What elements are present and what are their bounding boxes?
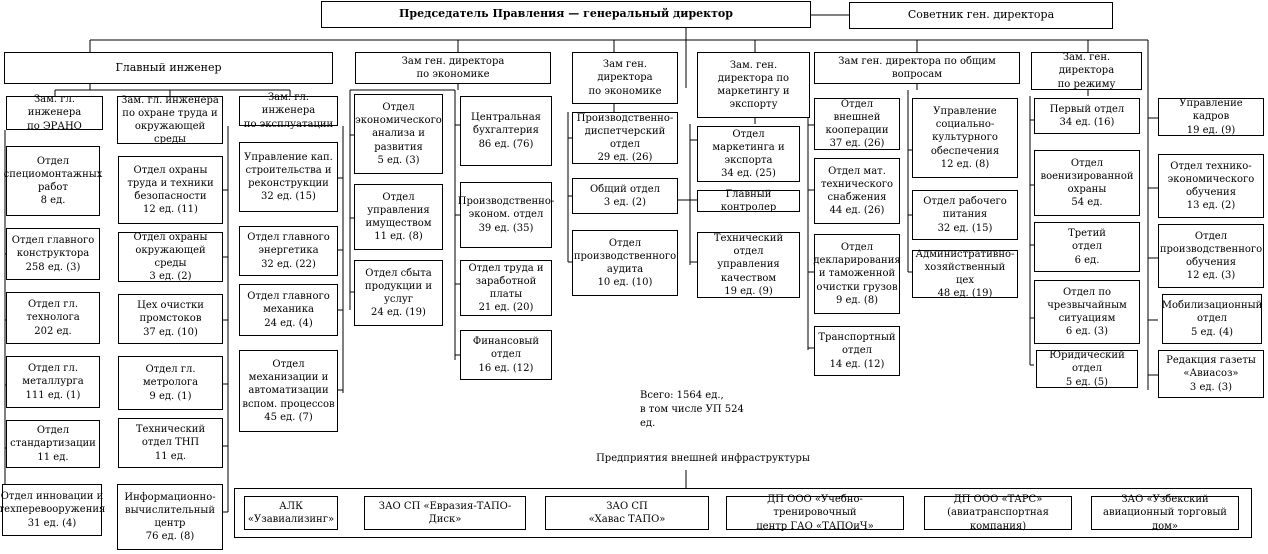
- dept-legal: Юридический отдел 5 ед. (5): [1036, 350, 1138, 388]
- deputy-regime: Зам. ген. директора по режиму: [1031, 52, 1142, 90]
- dept-armed-guard: Отдел военизированной охраны 54 ед.: [1034, 150, 1140, 216]
- dept-special-mounting: Отдел специомонтажных работ 8 ед.: [4, 146, 102, 216]
- deputy-labor-box: Зам. гл. инженера по охране труда и окру…: [117, 95, 223, 145]
- deputy-economics-2: Зам ген. директора по экономике: [572, 52, 678, 104]
- chief-engineer-box: Главный инженер: [4, 52, 333, 84]
- first-department: Первый отдел 34 ед. (16): [1034, 98, 1140, 134]
- dept-external-cooperation: Отдел внешней кооперации 37 ед. (26): [814, 98, 900, 150]
- dept-chief-power-engineer: Отдел главного энергетика 32 ед. (22): [239, 226, 338, 276]
- infra-eurasia: ЗАО СП «Евразия-ТАПО-Диск»: [364, 496, 526, 530]
- computing-center: Информационно- вычислительный центр 76 е…: [117, 484, 223, 550]
- infra-tars: ДП ООО «ТАРС» (авиатранспортная компания…: [924, 494, 1072, 532]
- dept-chief-designer: Отдел главного конструктора 258 ед. (3): [6, 228, 100, 280]
- dept-material-supply: Отдел мат. технического снабжения 44 ед.…: [814, 158, 900, 224]
- infrastructure-container: [234, 488, 1252, 538]
- dept-capital-construction: Управление кап. строительства и реконстр…: [239, 142, 338, 212]
- chief-controller: Главный контролер: [697, 189, 800, 213]
- third-department: Третий отдел 6 ед.: [1034, 222, 1140, 272]
- dept-tech-econ-training: Отдел технико- экономического обучения 1…: [1158, 154, 1264, 218]
- infrastructure-title: Предприятия внешней инфраструктуры: [596, 453, 810, 464]
- dept-standardization: Отдел стандартизации 11 ед.: [6, 420, 100, 468]
- dept-marketing-export: Отдел маркетинга и экспорта 34 ед. (25): [697, 126, 800, 182]
- infra-training-center: ДП ООО «Учебно-тренировочный центр ГАО «…: [726, 494, 904, 532]
- chairman-box: Председатель Правления — генеральный дир…: [321, 1, 811, 28]
- dept-production-audit: Отдел производственного аудита 10 ед. (1…: [572, 230, 678, 296]
- dept-general: Общий отдел 3 ед. (2): [572, 178, 678, 214]
- dept-catering: Отдел рабочего питания 32 ед. (15): [912, 190, 1018, 240]
- dept-innovation: Отдел инновации и техперевооружения 31 е…: [0, 484, 105, 536]
- total-label: Всего: 1564 ед., в том числе УП 524 ед.: [640, 390, 744, 429]
- deputy-erano-box: Зам. гл. инженера по ЭРАНО: [6, 94, 103, 132]
- dept-metrologist: Отдел гл. метролога 9 ед. (1): [118, 356, 223, 410]
- newspaper-editorial: Редакция газеты «Авиасоз» 3 ед. (3): [1158, 350, 1264, 398]
- dept-dispatch: Производственно- диспетчерский отдел 29 …: [572, 112, 678, 164]
- advisor-box: Советник ген. директора: [849, 2, 1113, 29]
- infra-havas: ЗАО СП «Хавас ТАПО»: [545, 496, 709, 530]
- dept-environment: Отдел охраны окружающей среды 3 ед. (2): [118, 232, 223, 282]
- dept-mechanization: Отдел механизации и автоматизации вспом.…: [239, 350, 338, 432]
- infra-trade-house: ЗАО «Узбекский авиационный торговый дом»: [1091, 494, 1239, 532]
- dept-emergency: Отдел по чрезвычайным ситуациям 6 ед. (3…: [1034, 280, 1140, 344]
- dept-economic-analysis: Отдел экономического анализа и развития …: [354, 94, 443, 174]
- dept-labor-safety: Отдел охраны труда и техники безопасност…: [118, 156, 223, 224]
- dept-transport: Транспортный отдел 14 ед. (12): [814, 326, 900, 376]
- central-accounting: Центральная бухгалтерия 86 ед. (76): [460, 96, 552, 166]
- dept-technical-tnp: Технический отдел ТНП 11 ед.: [118, 418, 223, 468]
- dept-customs: Отдел декларирования и таможенной очистк…: [813, 234, 901, 314]
- shop-wastewater: Цех очистки промстоков 37 ед. (10): [118, 294, 223, 344]
- deputy-marketing: Зам. ген. директора по маркетингу и эксп…: [697, 52, 810, 118]
- dept-mobilization: Мобилизационный отдел 5 ед. (4): [1162, 294, 1262, 344]
- dept-chief-mechanic: Отдел главного механика 24 ед. (4): [239, 284, 338, 336]
- dept-quality: Технический отдел управления качеством 1…: [697, 232, 800, 298]
- deputy-general-affairs: Зам ген. директора по общим вопросам: [814, 52, 1020, 84]
- dept-chief-metallurgist: Отдел гл. металлурга 111 ед. (1): [6, 356, 100, 408]
- infra-alk: АЛК «Узавиализинг»: [244, 496, 338, 530]
- dept-production-economic: Производственно- эконом. отдел 39 ед. (3…: [458, 182, 554, 248]
- deputy-economics-1: Зам ген. директора по экономике: [355, 52, 551, 84]
- deputy-operation-box: Зам. гл. инженера по эксплуатации: [239, 92, 338, 130]
- dept-social-culture: Управление социально- культурного обеспе…: [912, 98, 1018, 178]
- dept-chief-technologist: Отдел гл. технолога 202 ед.: [6, 292, 100, 344]
- dept-production-training: Отдел производственного обучения 12 ед. …: [1158, 224, 1264, 288]
- dept-property-management: Отдел управления имуществом 11 ед. (8): [354, 184, 443, 250]
- admin-shop: Административно- хозяйственный цех 48 ед…: [912, 249, 1018, 299]
- dept-labor-wages: Отдел труда и заработной платы 21 ед. (2…: [460, 260, 552, 316]
- dept-sales: Отдел сбыта продукции и услуг 24 ед. (19…: [354, 260, 443, 326]
- dept-hr: Управление кадров 19 ед. (9): [1158, 98, 1264, 136]
- dept-finance: Финансовый отдел 16 ед. (12): [460, 330, 552, 380]
